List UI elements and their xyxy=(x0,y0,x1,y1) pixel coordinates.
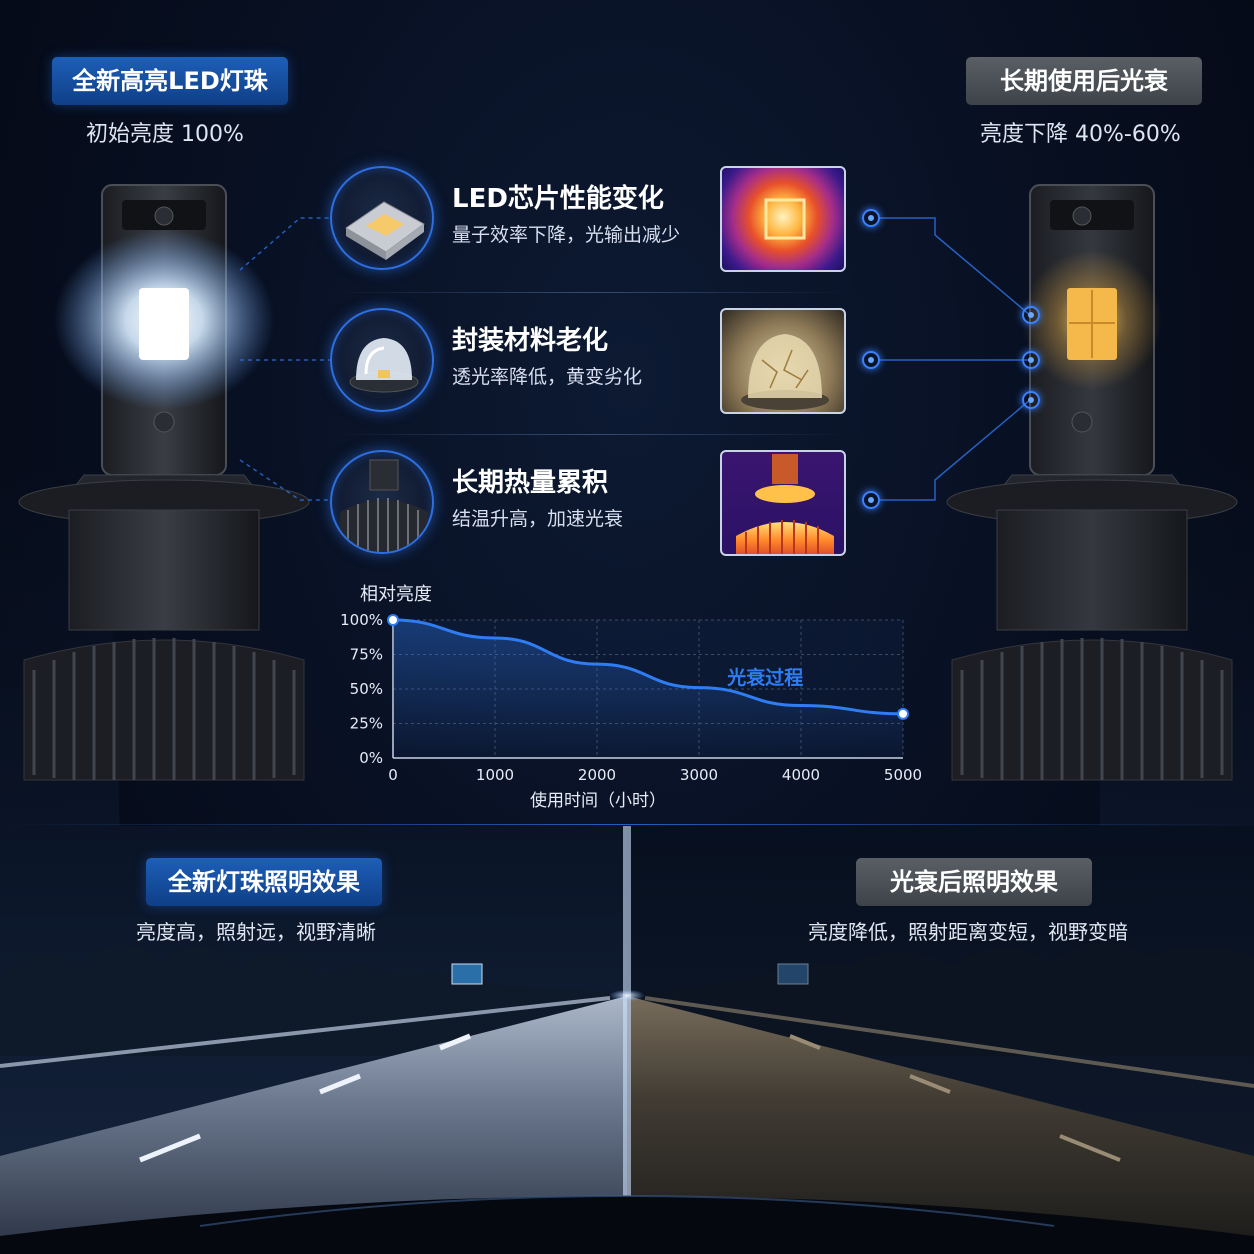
feature-title-lens: 封装材料老化 xyxy=(452,326,609,356)
series-point xyxy=(897,707,909,720)
x-tick-label: 2000 xyxy=(578,766,616,784)
y-tick-label: 75% xyxy=(350,646,383,664)
new-led-bulb xyxy=(18,184,310,781)
road-comparison-scene xyxy=(0,826,1254,1254)
y-tick-label: 0% xyxy=(359,749,383,767)
yellowed-dome-thumb xyxy=(720,308,846,414)
led-chip-icon xyxy=(330,166,434,270)
x-tick-label: 0 xyxy=(388,766,398,784)
decay-line-chart: 0% 25% 50% 75% 100% 0 1000 2000 3000 4000 5000 相对亮度… xyxy=(340,584,922,811)
connector-node xyxy=(862,209,880,227)
x-tick-label: 3000 xyxy=(680,766,718,784)
connector-lines xyxy=(239,217,1031,501)
new-effect-desc: 亮度高，照射远，视野清晰 xyxy=(136,920,376,944)
feature-desc-lens: 透光率降低，黄变劣化 xyxy=(452,366,643,388)
x-tick-label: 5000 xyxy=(884,766,922,784)
brightness-drop-text: 亮度下降 40%-60% xyxy=(980,122,1181,147)
thermal-heatsink-thumb xyxy=(720,450,846,556)
x-tick-label: 4000 xyxy=(782,766,820,784)
connector-node xyxy=(862,351,880,369)
new-led-badge: 全新高亮LED灯珠 xyxy=(52,57,288,105)
decayed-effect-desc: 亮度降低，照射距离变短，视野变暗 xyxy=(808,920,1128,944)
connector-node xyxy=(1022,306,1040,324)
feature-title-chip: LED芯片性能变化 xyxy=(452,184,664,214)
series-line xyxy=(391,618,905,716)
chart-annotation: 光衰过程 xyxy=(726,666,803,689)
series-area xyxy=(393,620,903,758)
feature-divider xyxy=(330,292,850,293)
initial-brightness-text: 初始亮度 100% xyxy=(86,122,244,147)
lens-dome-icon xyxy=(330,308,434,412)
new-effect-badge: 全新灯珠照明效果 xyxy=(146,858,382,906)
feature-title-heat: 长期热量累积 xyxy=(452,468,609,498)
thermal-chip-thumb xyxy=(720,166,846,272)
long-term-decay-badge: 长期使用后光衰 xyxy=(966,57,1202,105)
feature-divider xyxy=(330,434,850,435)
y-tick-label: 50% xyxy=(350,680,383,698)
connector-node xyxy=(1022,351,1040,369)
decayed-effect-badge: 光衰后照明效果 xyxy=(856,858,1092,906)
x-tick-label: 1000 xyxy=(476,766,514,784)
heatsink-icon xyxy=(330,450,434,554)
feature-desc-heat: 结温升高，加速光衰 xyxy=(452,508,624,530)
series-point xyxy=(387,614,399,626)
y-tick-label: 25% xyxy=(350,715,383,733)
y-axis-label: 相对亮度 xyxy=(360,584,432,605)
section-divider xyxy=(0,824,1254,825)
decayed-led-bulb xyxy=(946,184,1238,781)
connector-node xyxy=(862,491,880,509)
connector-node xyxy=(1022,391,1040,409)
y-tick-label: 100% xyxy=(340,611,383,629)
feature-desc-chip: 量子效率下降，光输出减少 xyxy=(452,224,681,246)
x-axis-label: 使用时间（小时） xyxy=(530,790,666,811)
